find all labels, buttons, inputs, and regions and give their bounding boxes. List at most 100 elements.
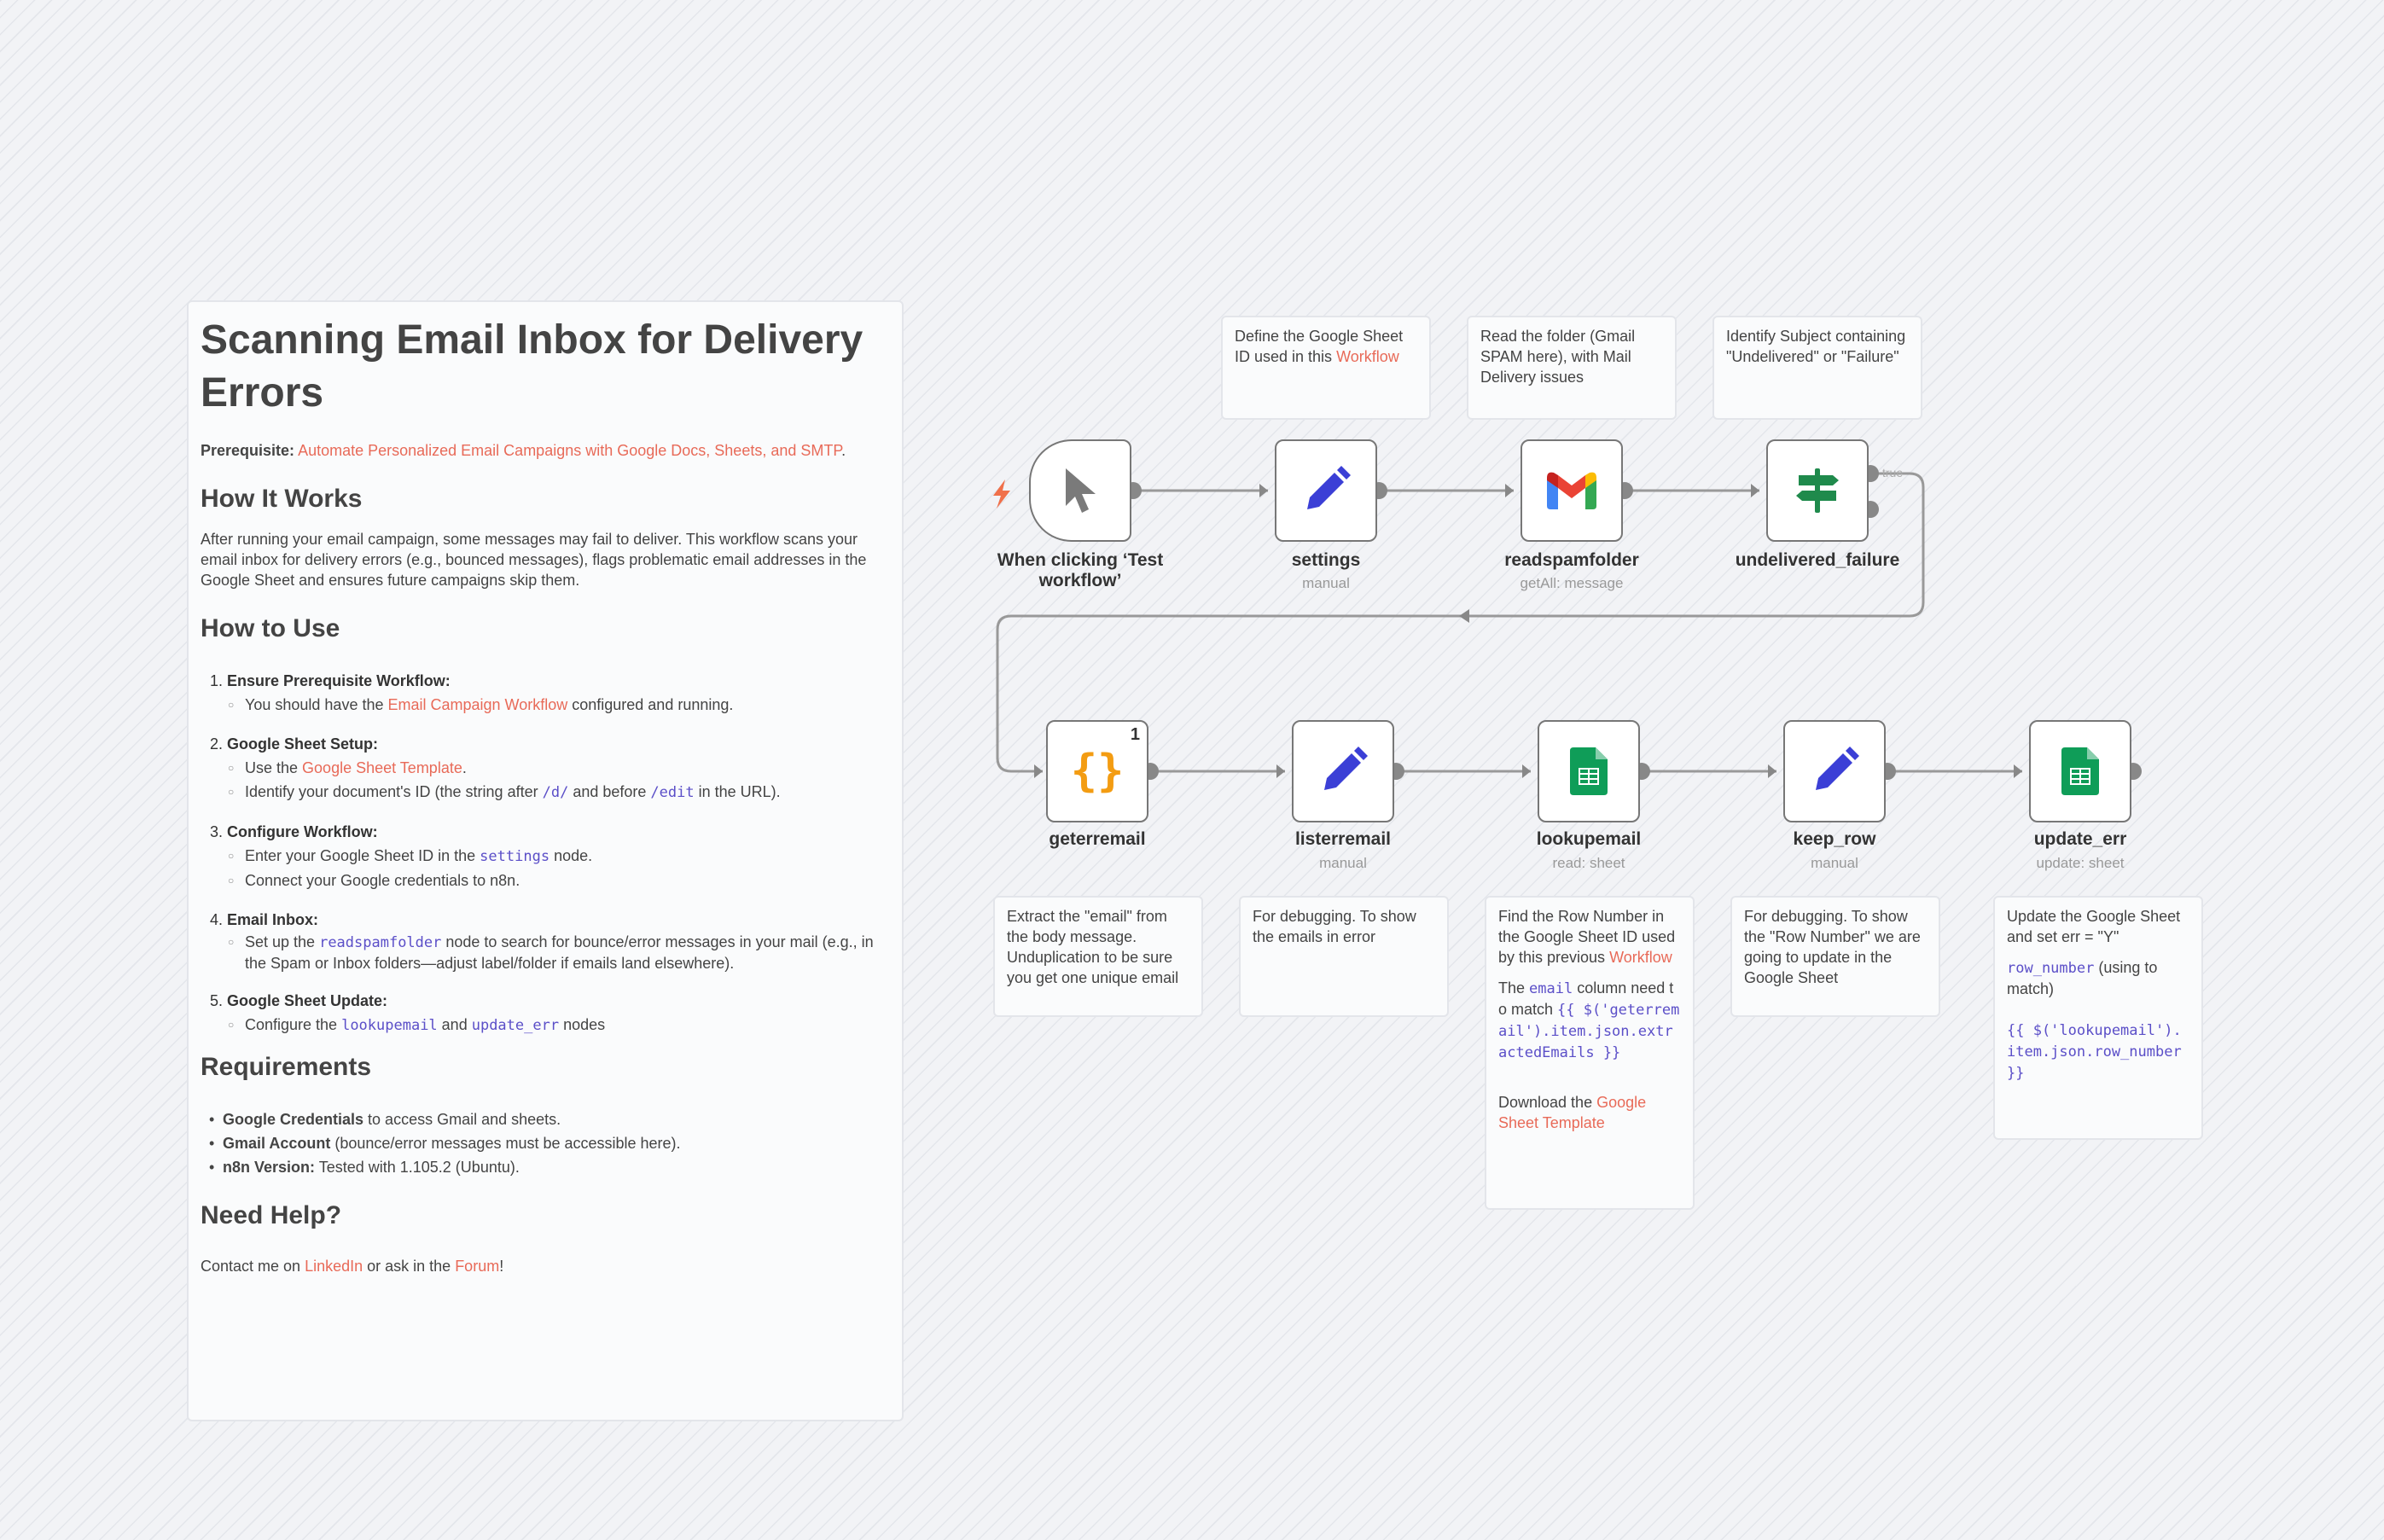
node-label: When clicking ‘Test workflow’: [997, 550, 1164, 590]
text: or ask in the: [363, 1258, 456, 1275]
note-undelivered[interactable]: Identify Subject containing "Undelivered…: [1712, 316, 1922, 420]
step-4-item: Set up the readspamfolder node to search…: [228, 932, 890, 973]
step-3: 3. Configure Workflow: Enter your Google…: [201, 820, 890, 892]
note-geterremail[interactable]: Extract the "email" from the body messag…: [993, 896, 1203, 1017]
arrow-head: [1505, 484, 1514, 497]
note-lookupemail[interactable]: Find the Row Number in the Google Sheet …: [1485, 896, 1695, 1210]
text: Set up the: [245, 933, 320, 950]
step-5: 5. Google Sheet Update: Configure the lo…: [201, 989, 890, 1037]
bold: Gmail Account: [223, 1135, 331, 1152]
node-listerremail[interactable]: [1292, 720, 1394, 822]
text: (using to match): [2007, 959, 2158, 997]
node-subtitle: manual: [1319, 855, 1367, 871]
text: Identify your document's ID (the string …: [245, 783, 543, 800]
node-settings[interactable]: [1275, 439, 1377, 542]
note-text: Extract the "email" from the body messag…: [1007, 908, 1179, 986]
step-number: 5.: [209, 992, 223, 1009]
heading-requirements: Requirements: [201, 1053, 372, 1081]
prerequisite-line: Prerequisite: Automate Personalized Emai…: [201, 440, 890, 461]
step-number: 1.: [209, 672, 223, 689]
text: and before: [568, 783, 651, 800]
bold: n8n Version:: [223, 1159, 316, 1176]
requirement-1: Google Credentials to access Gmail and s…: [209, 1107, 890, 1131]
code: {{ $('lookupemail').item.json.row_number…: [2007, 1022, 2182, 1082]
text: (bounce/error messages must be accessibl…: [330, 1135, 681, 1152]
node-lookupemail[interactable]: [1538, 720, 1640, 822]
node-badge: 1: [1130, 725, 1140, 744]
note-readspamfolder[interactable]: Read the folder (Gmail SPAM here), with …: [1467, 316, 1677, 420]
bold: Google Credentials: [223, 1111, 364, 1128]
step-1: 1. Ensure Prerequisite Workflow: You sho…: [201, 669, 890, 717]
requirement-3: n8n Version: Tested with 1.105.2 (Ubuntu…: [209, 1155, 890, 1179]
arrow-head: [1034, 764, 1043, 778]
code: lookupemail: [341, 1017, 438, 1034]
node-manual-trigger[interactable]: [1029, 439, 1131, 542]
step-number: 2.: [209, 735, 223, 753]
text: configured and running.: [567, 696, 734, 713]
help-line: Contact me on LinkedIn or ask in the For…: [201, 1256, 890, 1276]
node-subtitle: read: sheet: [1552, 855, 1625, 871]
note-settings[interactable]: Define the Google Sheet ID used in this …: [1221, 316, 1431, 420]
step-title: Google Sheet Setup:: [227, 735, 379, 753]
note-text: For debugging. To show the emails in err…: [1253, 908, 1416, 945]
node-label: keep_row: [1793, 829, 1876, 849]
note-listerremail[interactable]: For debugging. To show the emails in err…: [1239, 896, 1449, 1017]
text: Enter your Google Sheet ID in the: [245, 847, 480, 864]
arrow-head: [1768, 764, 1776, 778]
prereq-label: Prerequisite:: [201, 442, 295, 459]
step-title: Ensure Prerequisite Workflow:: [227, 672, 451, 689]
heading-how-it-works: How It Works: [201, 485, 363, 513]
forum-link[interactable]: Forum: [455, 1258, 500, 1275]
email-campaign-workflow-link[interactable]: Email Campaign Workflow: [387, 696, 568, 713]
step-number: 4.: [209, 911, 223, 928]
node-update-err[interactable]: [2029, 720, 2131, 822]
node-label: geterremail: [1049, 829, 1146, 849]
workflow-link[interactable]: Workflow: [1609, 949, 1672, 966]
node-undelivered-failure[interactable]: [1766, 439, 1869, 542]
step-title: Configure Workflow:: [227, 823, 378, 840]
cursor-icon: [1066, 468, 1096, 513]
workflow-link[interactable]: Workflow: [1336, 348, 1399, 365]
node-subtitle: update: sheet: [2036, 855, 2125, 871]
text: You should have the: [245, 696, 388, 713]
note-paragraph-3: Download the Google Sheet Template: [1498, 1092, 1681, 1133]
arrow-head: [1459, 609, 1469, 623]
note-keep-row[interactable]: For debugging. To show the "Row Number" …: [1730, 896, 1940, 1017]
code: /edit: [650, 784, 695, 801]
prereq-end: .: [841, 442, 846, 459]
node-label: update_err: [2033, 829, 2127, 849]
note-paragraph-1: Update the Google Sheet and set err = "Y…: [2007, 908, 2181, 945]
arrow-head: [2014, 764, 2022, 778]
text: Configure the: [245, 1016, 342, 1033]
heading-need-help: Need Help?: [201, 1201, 342, 1229]
step-number: 3.: [209, 823, 223, 840]
google-sheet-template-link[interactable]: Google Sheet Template: [302, 759, 462, 776]
sticky-note-panel[interactable]: Scanning Email Inbox for Delivery Errors…: [187, 300, 904, 1421]
node-subtitle: manual: [1811, 855, 1858, 871]
node-readspamfolder[interactable]: [1521, 439, 1623, 542]
heading-how-to-use: How to Use: [201, 614, 340, 642]
pencil-icon: [1307, 466, 1351, 509]
requirement-2: Gmail Account (bounce/error messages mus…: [209, 1131, 890, 1155]
pencil-icon: [1816, 747, 1859, 790]
text: in the URL).: [694, 783, 781, 800]
note-update-err[interactable]: Update the Google Sheet and set err = "Y…: [1993, 896, 2203, 1140]
code: readspamfolder: [319, 934, 442, 951]
node-label: listerremail: [1294, 829, 1392, 849]
google-sheets-icon: [2061, 747, 2099, 795]
code: settings: [480, 848, 550, 865]
text: Find the Row Number in the Google Sheet …: [1498, 908, 1676, 966]
prereq-link[interactable]: Automate Personalized Email Campaigns wi…: [298, 442, 842, 459]
node-keep-row[interactable]: [1783, 720, 1886, 822]
text: Contact me on: [201, 1258, 305, 1275]
note-text: Read the folder (Gmail SPAM here), with …: [1480, 328, 1636, 386]
node-geterremail[interactable]: 1 {}: [1046, 720, 1148, 822]
node-label: readspamfolder: [1504, 550, 1639, 570]
google-sheet-template-link[interactable]: Google Sheet Template: [1498, 1094, 1647, 1131]
text: column need to match: [1498, 979, 1674, 1018]
text: !: [499, 1258, 504, 1275]
linkedin-link[interactable]: LinkedIn: [305, 1258, 363, 1275]
text: Define the Google Sheet ID used in this: [1235, 328, 1404, 365]
note-paragraph-2: row_number (using to match): [2007, 957, 2189, 999]
